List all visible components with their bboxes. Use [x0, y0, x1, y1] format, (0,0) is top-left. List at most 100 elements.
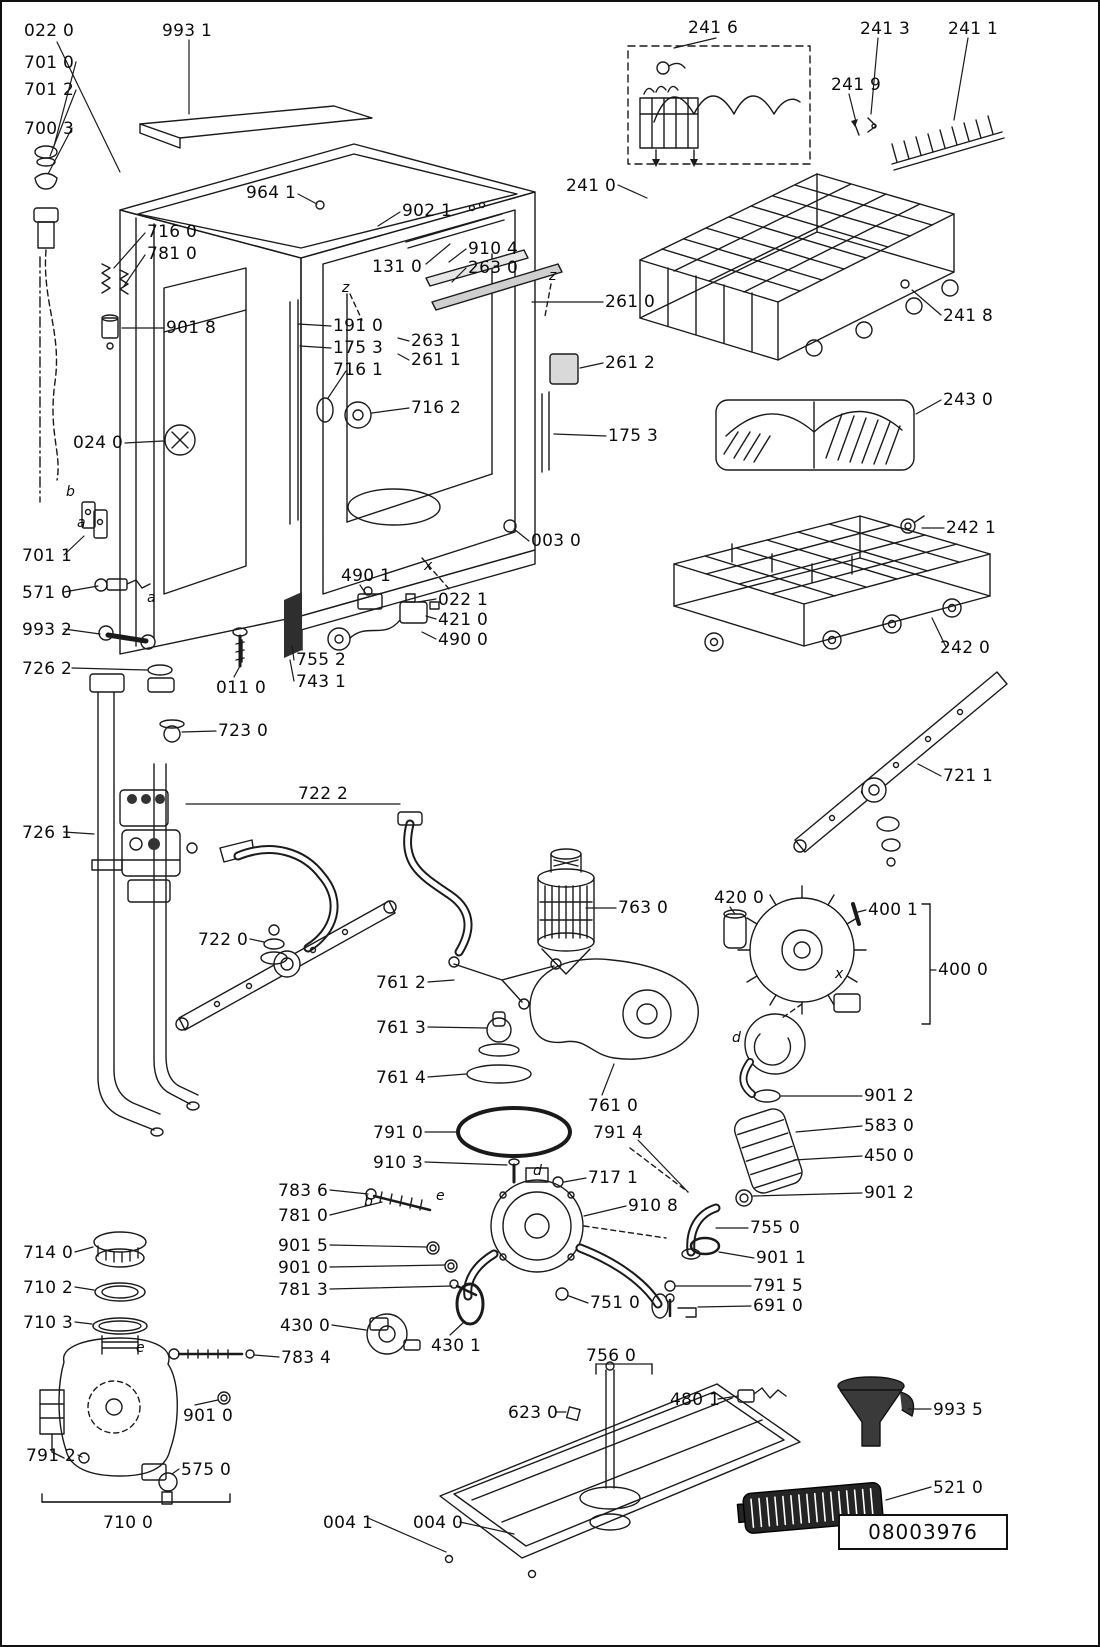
sump-body-drawing [365, 1147, 689, 1355]
leader-line [63, 585, 99, 593]
leader-line [424, 1161, 508, 1166]
leader-line [113, 232, 146, 269]
leader-line [331, 1324, 367, 1331]
leader-line [329, 1285, 453, 1290]
leader-line [451, 267, 467, 283]
leader-line [297, 193, 318, 205]
leader-line [553, 433, 607, 437]
upper-spray-arm-drawing [793, 671, 1008, 867]
cutlery-tray-drawing [715, 399, 915, 471]
leader-line [931, 617, 947, 648]
leader-line [563, 1177, 587, 1183]
leader-line [194, 1399, 219, 1406]
leader-line [359, 584, 367, 595]
leader-line [421, 631, 437, 640]
pump-motor-drawing [723, 885, 931, 1098]
leader-line [729, 906, 736, 915]
front-bottom-parts-drawing [232, 586, 440, 668]
leader-line [63, 628, 101, 635]
leader-line [617, 184, 648, 199]
valve-manifold-drawing [119, 789, 339, 953]
leader-line [583, 1205, 627, 1217]
leader-line [793, 1155, 863, 1161]
hinge-and-tools-drawing [81, 501, 156, 650]
leader-line [717, 1395, 739, 1400]
leader-line [870, 37, 879, 115]
leader-line [47, 127, 73, 175]
leader-line [253, 1354, 280, 1358]
leader-line [249, 938, 265, 943]
leader-line [427, 1073, 467, 1078]
leader-line [299, 345, 332, 349]
leader-line [673, 37, 717, 49]
leader-line [63, 535, 85, 556]
leader-line [953, 37, 969, 121]
leader-line [297, 323, 332, 327]
leader-line [568, 1295, 589, 1304]
leader-line [449, 1321, 465, 1336]
sump-plate-drawing [448, 956, 699, 1184]
leader-line [53, 61, 77, 147]
leader-line [752, 1192, 863, 1197]
wire-inset-drawing [627, 45, 811, 167]
doc-number: 08003976 [868, 1520, 978, 1544]
leader-line [917, 763, 942, 777]
leader-line [915, 399, 942, 415]
leader-line [425, 243, 451, 265]
leader-line [124, 440, 164, 444]
leader-line [377, 211, 401, 227]
filter-drawing [537, 848, 595, 975]
standpipe-drawing [89, 664, 200, 1137]
doc-number-box: 08003976 [838, 1514, 1008, 1550]
leader-line [171, 1468, 180, 1475]
leader-line [857, 909, 867, 913]
leader-line [885, 1486, 932, 1501]
leader-line [513, 528, 530, 542]
plate-rack-drawing [851, 115, 1005, 171]
base-panel-drawing [439, 1361, 801, 1579]
salt-container-drawing [39, 1231, 255, 1505]
leader-line [367, 1517, 447, 1553]
leader-line [289, 659, 295, 682]
funnel-drawing [837, 1376, 915, 1447]
leader-line [56, 41, 121, 173]
leader-line [848, 93, 857, 123]
leader-line [329, 1264, 446, 1268]
leader-line [397, 353, 410, 361]
leader-line [427, 979, 455, 983]
leader-line [49, 89, 77, 157]
leader-line [371, 407, 410, 414]
leader-line [71, 667, 148, 671]
cabinet-drawing [119, 105, 579, 663]
leader-line [448, 248, 467, 263]
lower-basket-drawing [673, 515, 991, 652]
leader-line [123, 254, 146, 287]
leader-line [74, 1321, 93, 1325]
leader-line [329, 1189, 369, 1195]
leader-line [601, 1063, 615, 1096]
leader-line [233, 665, 241, 678]
leader-line [637, 1139, 689, 1193]
leader-lines-layer [41, 37, 969, 1553]
leader-line [329, 1201, 383, 1216]
leader-line [579, 362, 604, 369]
leader-line [425, 615, 437, 620]
leader-line [74, 1246, 94, 1253]
leader-line [417, 598, 437, 603]
leader-line [718, 1251, 755, 1259]
leader-line [329, 1244, 428, 1248]
leader-line [795, 1125, 863, 1133]
leader-line [459, 1521, 515, 1535]
upper-basket-drawing [639, 173, 959, 361]
leader-line [63, 831, 95, 835]
leader-line [74, 1286, 95, 1291]
drain-column-drawing [664, 1089, 803, 1318]
lower-spray-arm-drawing [175, 811, 473, 1031]
leader-line [327, 370, 347, 399]
leader-line [77, 1454, 83, 1458]
inlet-hose-drawing [33, 145, 129, 503]
leader-line [181, 730, 217, 733]
leader-line [697, 1305, 752, 1308]
